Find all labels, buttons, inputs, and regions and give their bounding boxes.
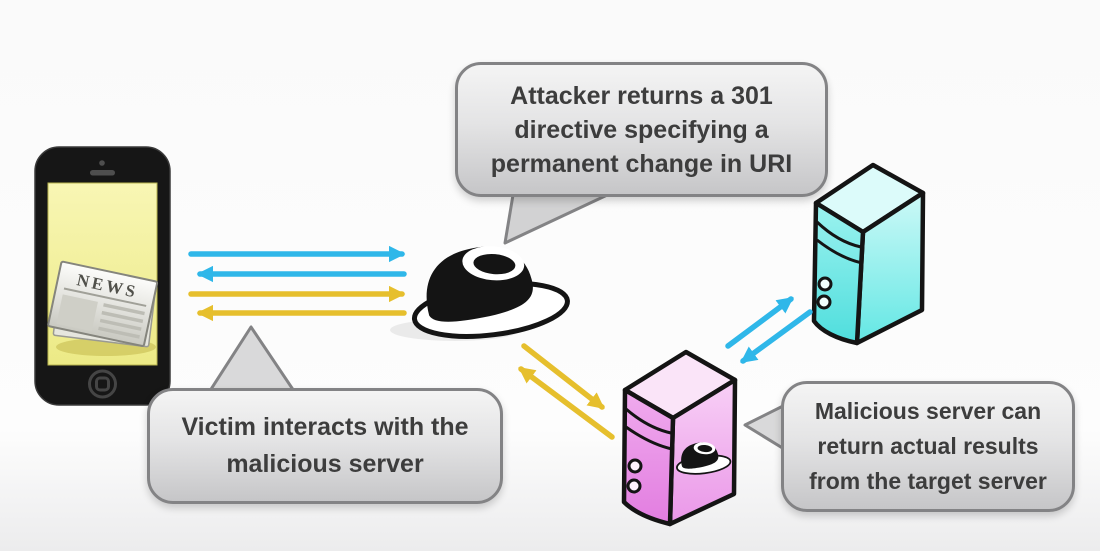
victim-bubble-tail bbox=[204, 325, 300, 399]
target-server bbox=[811, 162, 926, 346]
malicious-bubble-line: return actual results bbox=[817, 433, 1039, 459]
attacker-black-hat-icon bbox=[406, 232, 570, 344]
arrow-malicious-to-target-blue bbox=[725, 296, 794, 349]
attacker-bubble-line: directive specifying a bbox=[514, 115, 769, 144]
victim-speech-bubble: Victim interacts with the malicious serv… bbox=[147, 388, 503, 504]
phone-home-button bbox=[88, 369, 117, 399]
phone-home-button-square bbox=[95, 376, 110, 392]
victim-attacker-arrows bbox=[188, 245, 407, 322]
phone-speaker bbox=[90, 170, 115, 176]
attacker-malicious-arrows bbox=[518, 343, 615, 440]
victim-bubble-line: malicious server bbox=[226, 450, 424, 478]
victim-bubble-line: Victim interacts with the bbox=[181, 413, 469, 441]
attacker-bubble-tail bbox=[503, 187, 622, 245]
target-server-button bbox=[817, 276, 833, 292]
malicious-server-button bbox=[627, 458, 643, 474]
arrow-attacker-to-malicious-yellow bbox=[521, 343, 605, 410]
attacker-bubble-line: permanent change in URI bbox=[490, 149, 793, 178]
malicious-bubble-line: Malicious server can bbox=[814, 398, 1042, 424]
attacker-bubble-line: Attacker returns a 301 bbox=[510, 81, 773, 110]
arrow-malicious-to-attacker-yellow bbox=[518, 366, 615, 440]
victim-phone: NEWS bbox=[34, 146, 171, 406]
attacker-speech-bubble: Attacker returns a 301 directive specify… bbox=[455, 62, 828, 197]
phone-camera-dot bbox=[99, 160, 105, 166]
newspaper-icon: NEWS bbox=[47, 260, 159, 348]
target-server-vent-lines bbox=[815, 220, 863, 265]
malicious-server-button bbox=[626, 478, 642, 494]
arrow-target-to-malicious-blue bbox=[740, 309, 813, 364]
target-server-button bbox=[816, 294, 832, 310]
malicious-server-speech-bubble: Malicious server can return actual resul… bbox=[781, 381, 1075, 512]
malicious-server bbox=[621, 349, 738, 527]
malicious-target-arrows bbox=[725, 296, 813, 364]
malicious-server-vent-lines bbox=[625, 407, 673, 451]
malicious-bubble-line: from the target server bbox=[809, 468, 1047, 494]
